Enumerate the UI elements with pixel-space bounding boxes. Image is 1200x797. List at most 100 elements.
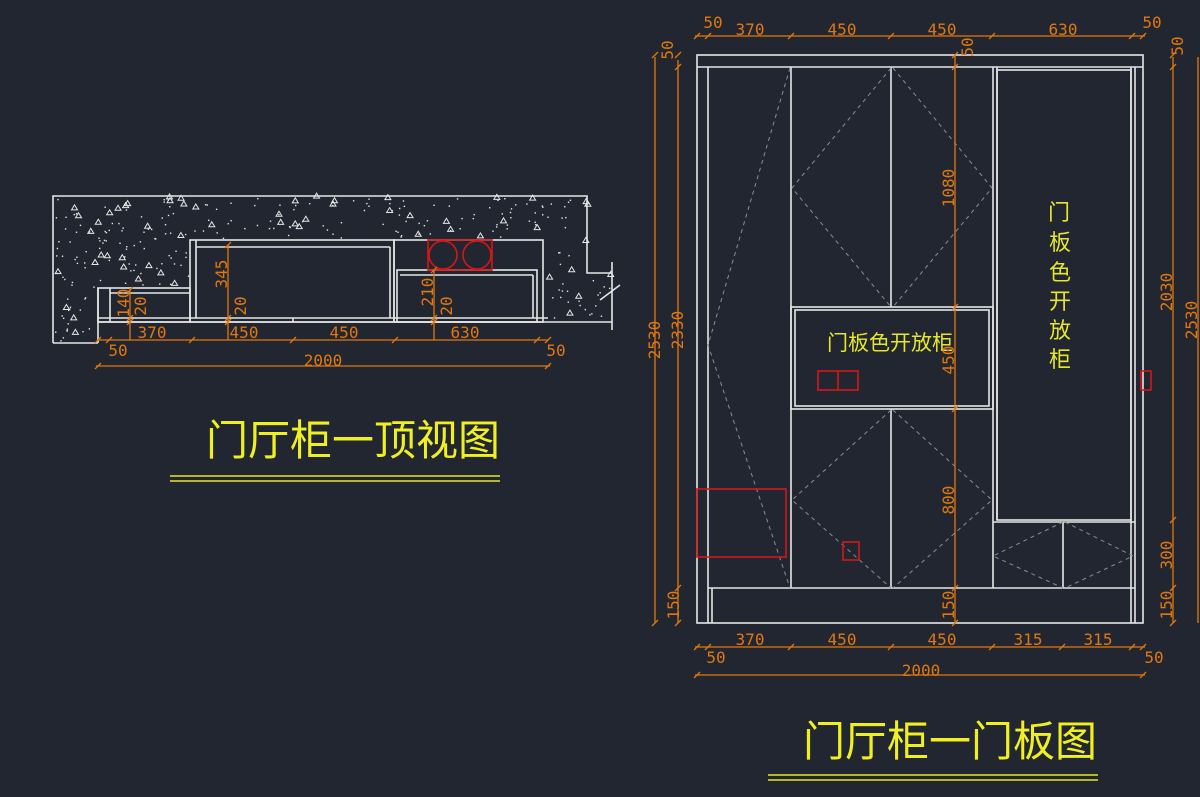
hatch-dot bbox=[599, 292, 601, 294]
hatch-dot bbox=[597, 294, 599, 296]
dim-label: 315 bbox=[1084, 630, 1113, 649]
hatch-mark bbox=[385, 206, 394, 214]
hatch-dot bbox=[534, 212, 536, 214]
hatch-mark bbox=[275, 210, 283, 217]
dim-tick bbox=[1169, 516, 1177, 524]
hatch-dot bbox=[122, 227, 124, 229]
hatch-dot bbox=[148, 226, 151, 229]
hatch-dot bbox=[105, 240, 107, 242]
hatch-dot bbox=[558, 252, 560, 254]
cabinet-outline bbox=[696, 54, 1144, 624]
dim-label: 20 bbox=[437, 296, 456, 315]
dim-label: 150 bbox=[664, 591, 683, 620]
hatch-dot bbox=[340, 237, 342, 239]
dim-tick bbox=[951, 63, 959, 71]
hatch-dot bbox=[108, 229, 110, 232]
hatch-dot bbox=[140, 272, 142, 275]
hatch-mark bbox=[114, 204, 122, 211]
hatch-dot bbox=[62, 276, 64, 278]
dim-tick bbox=[1169, 619, 1177, 627]
hatch-dot bbox=[61, 315, 63, 317]
hatch-dot bbox=[301, 220, 304, 223]
hatch-dot bbox=[595, 305, 597, 307]
hatch-dot bbox=[119, 242, 121, 245]
hatch-dot bbox=[400, 236, 402, 238]
hatch-mark bbox=[156, 268, 165, 276]
hatch-dot bbox=[140, 216, 143, 218]
hatch-dot bbox=[161, 217, 163, 219]
dim-label: 20 bbox=[131, 296, 150, 315]
hatch-dot bbox=[269, 220, 272, 222]
dim-tick bbox=[544, 336, 552, 344]
dim-tick bbox=[704, 32, 712, 40]
top-view: 370 450 450 630 50 50 2000 140 20 345 20… bbox=[52, 192, 621, 482]
hatch-dot bbox=[506, 228, 508, 230]
dim-tick bbox=[1128, 32, 1136, 40]
hatch-dot bbox=[57, 198, 59, 201]
hatch-dot bbox=[429, 233, 431, 235]
hatch-dot bbox=[510, 217, 512, 219]
hatch-mark bbox=[86, 227, 95, 234]
hatch-mark bbox=[69, 313, 78, 321]
hatch-dot bbox=[143, 231, 145, 233]
dim-tick bbox=[1139, 643, 1147, 651]
hatch-dot bbox=[569, 199, 572, 202]
hatch-mark bbox=[207, 220, 216, 228]
hatch-dot bbox=[562, 283, 564, 285]
dim-label: 2530 bbox=[645, 321, 664, 360]
hatch-dot bbox=[603, 286, 605, 288]
dim-label: 345 bbox=[212, 260, 231, 289]
hatch-dot bbox=[67, 309, 70, 312]
dim-tick bbox=[224, 314, 232, 322]
hatch-dot bbox=[163, 199, 165, 201]
hatch-dot bbox=[99, 279, 102, 282]
hatch-dot bbox=[550, 203, 553, 205]
circle-marker bbox=[462, 240, 492, 270]
hatch-mark bbox=[71, 328, 80, 335]
hatch-mark bbox=[70, 203, 79, 211]
hatch-dot bbox=[156, 267, 158, 270]
dim-tick bbox=[105, 336, 113, 344]
hatch-mark bbox=[574, 292, 583, 299]
dim-tick bbox=[533, 336, 541, 344]
label-char: 门 bbox=[1048, 201, 1070, 226]
dim-tick bbox=[126, 286, 134, 294]
hatch-dot bbox=[279, 204, 281, 206]
hatch-dot bbox=[534, 221, 536, 224]
hatch-dot bbox=[124, 282, 127, 284]
hatch-dot bbox=[169, 232, 172, 234]
hatch-dot bbox=[151, 228, 153, 231]
dim-tick bbox=[674, 584, 682, 592]
hatch-dot bbox=[567, 201, 570, 203]
dim-label: 1080 bbox=[939, 169, 958, 208]
hatch-dot bbox=[62, 317, 65, 320]
hatch-dot bbox=[71, 281, 74, 284]
hatch-dot bbox=[175, 250, 177, 252]
hatch-dot bbox=[488, 207, 491, 209]
hatch-mark bbox=[165, 192, 174, 200]
dim-tick bbox=[1169, 584, 1177, 592]
dim-label: 630 bbox=[451, 323, 480, 342]
hatch-dot bbox=[55, 331, 57, 333]
label-char: 放 bbox=[1049, 319, 1071, 344]
hatch-dot bbox=[88, 231, 91, 233]
hatch-dot bbox=[65, 216, 67, 218]
dim-tick bbox=[693, 671, 701, 679]
hatch-dot bbox=[244, 227, 246, 230]
tall-open-cabinet bbox=[996, 69, 1132, 521]
hatch-mark bbox=[119, 262, 128, 270]
hatch-dot bbox=[418, 233, 420, 235]
hatch-dot bbox=[60, 340, 62, 342]
hatch-dot bbox=[400, 234, 403, 237]
label-char: 开 bbox=[1049, 290, 1071, 315]
hatch-dot bbox=[167, 199, 170, 201]
hatch-dot bbox=[591, 313, 593, 315]
hatch-dot bbox=[98, 247, 101, 250]
hatch-dot bbox=[170, 257, 172, 259]
dim-tick bbox=[1058, 643, 1066, 651]
dim-tick bbox=[787, 643, 795, 651]
hatch-mark bbox=[97, 251, 106, 258]
hatch-dot bbox=[426, 220, 429, 222]
hatch-dot bbox=[102, 242, 104, 244]
hatch-mark bbox=[62, 303, 71, 311]
